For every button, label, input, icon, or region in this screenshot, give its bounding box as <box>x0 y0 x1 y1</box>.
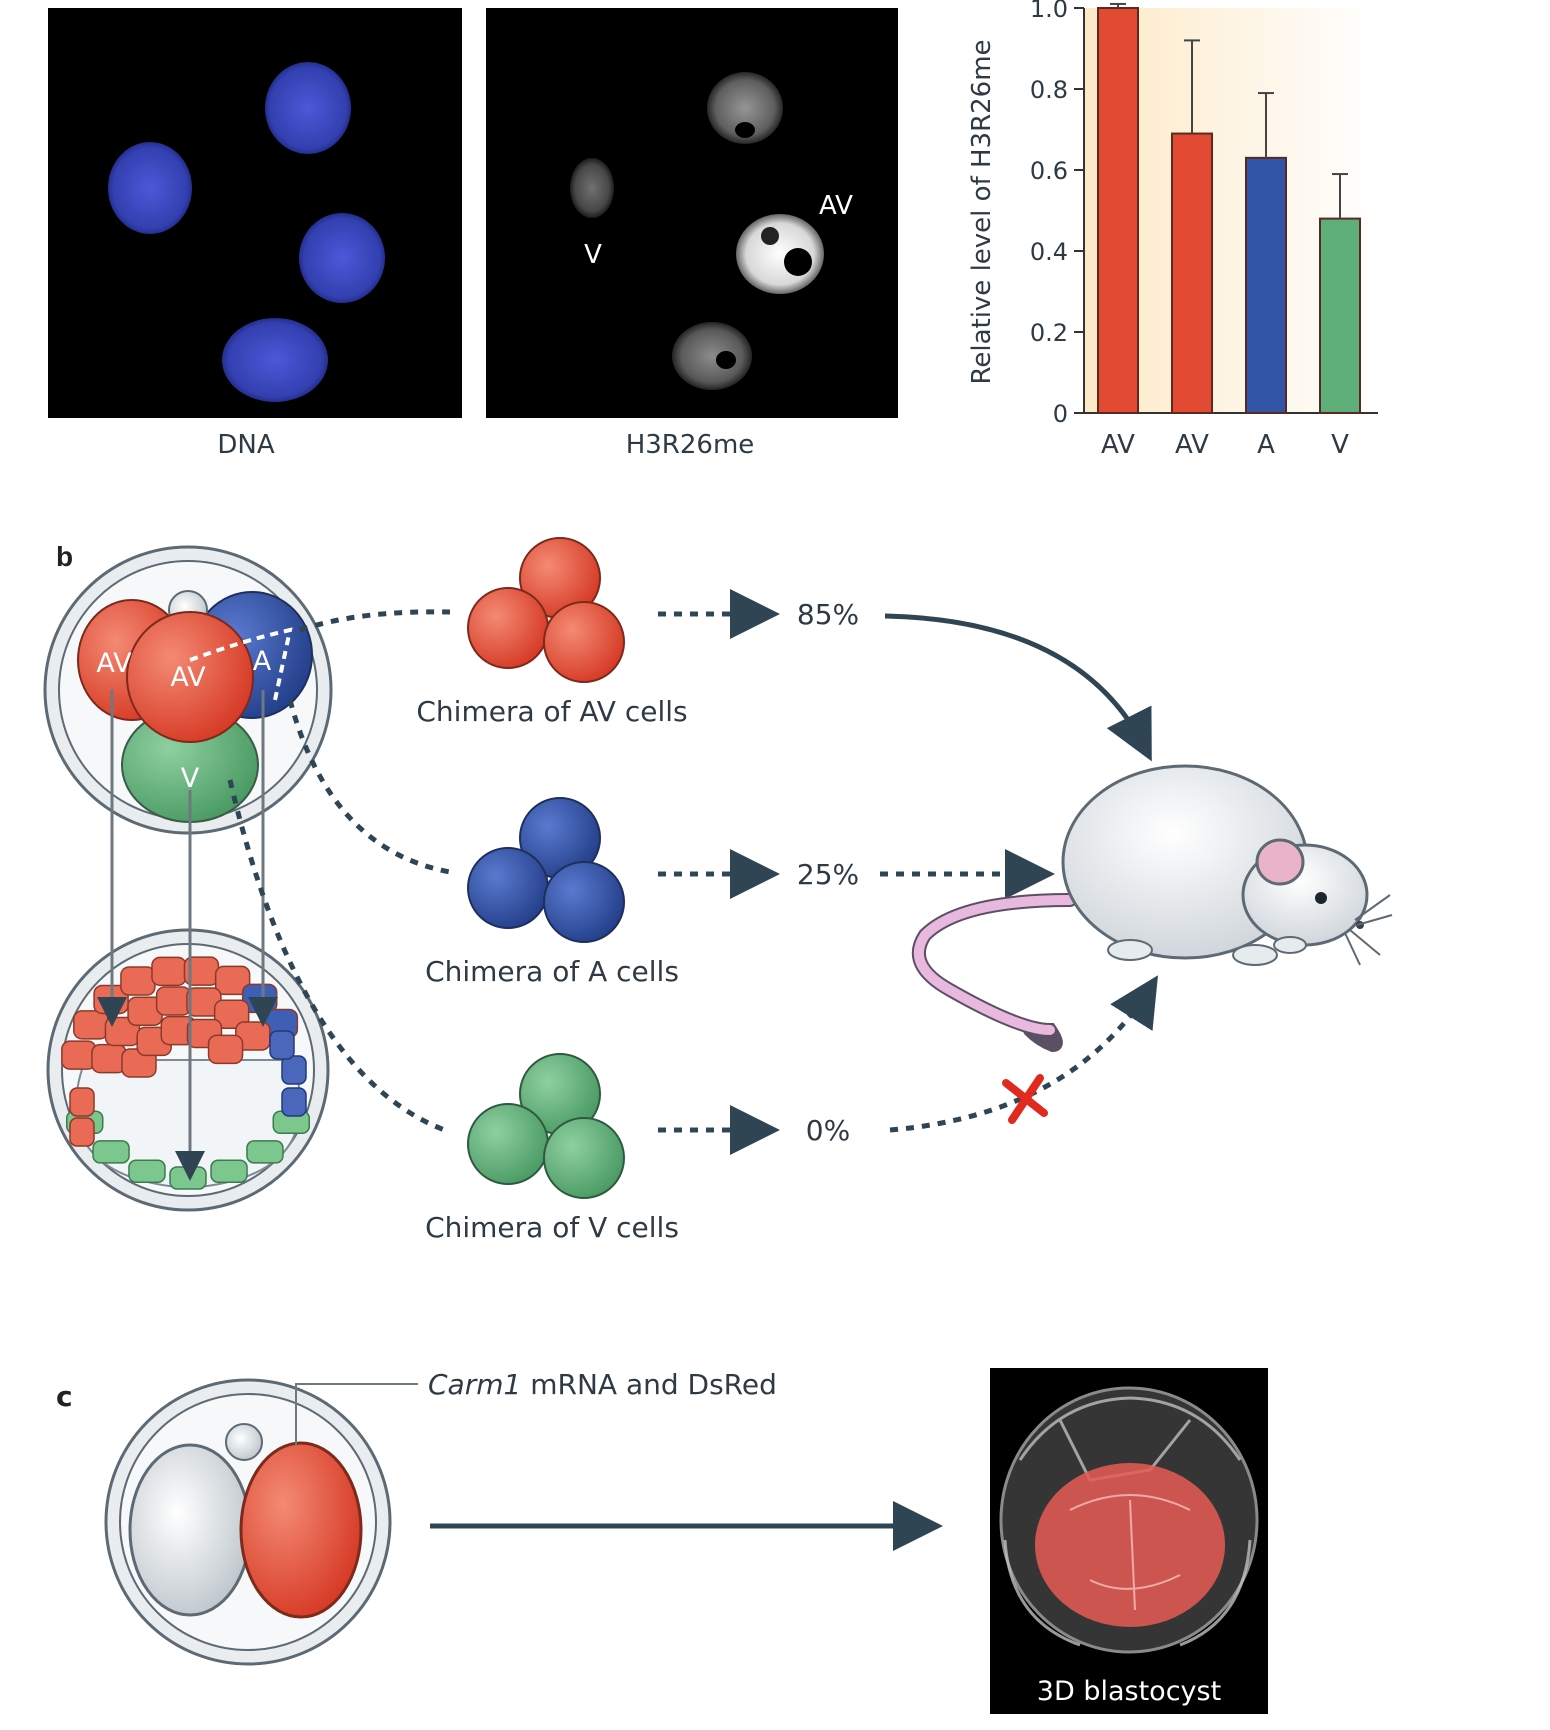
a-label: A <box>253 646 272 677</box>
blastocyst-embryo <box>46 928 330 1212</box>
bar <box>1319 217 1361 414</box>
injection-label: Carm1 mRNA and DsRed <box>428 1368 777 1401</box>
nucleolus <box>735 122 755 138</box>
mouse-foot <box>1232 944 1278 966</box>
v-cell-label: V <box>584 240 602 270</box>
v-label: V <box>181 763 200 794</box>
four-cell-embryo: AV AV A V <box>43 545 333 835</box>
blastocyst-caption: 3D blastocyst <box>1037 1676 1221 1707</box>
nucleolus <box>716 351 736 369</box>
y-tick-label: 0 <box>1053 400 1068 428</box>
x-tick-label: AV <box>1101 430 1135 460</box>
av-left-label: AV <box>96 648 132 679</box>
cleavage-plane <box>189 627 293 701</box>
chimera-percent: 85% <box>797 598 859 631</box>
mouse-ear <box>1255 838 1305 886</box>
blastocyst-image: 3D blastocyst <box>990 1368 1268 1714</box>
blastocyst-cell <box>207 1034 244 1065</box>
injected-blastomere <box>239 1441 363 1619</box>
chimera-cluster <box>467 797 625 943</box>
blastocyst-cell <box>281 1087 307 1117</box>
nucleus <box>299 213 385 303</box>
av-front-label: AV <box>170 662 206 693</box>
blastocyst-cell <box>128 1159 166 1184</box>
nucleus <box>222 318 328 402</box>
chimera-caption: Chimera of AV cells <box>416 695 687 728</box>
y-tick-label: 0.6 <box>1030 157 1068 185</box>
nucleus <box>108 142 192 234</box>
bar <box>1171 132 1213 415</box>
chimera-cell <box>467 1103 549 1185</box>
x-tick-label: A <box>1257 430 1275 460</box>
bar <box>1097 7 1139 414</box>
blastocyst-cell <box>61 1040 97 1070</box>
blastocyst-cell <box>214 965 251 996</box>
y-tick-label: 0.8 <box>1030 76 1068 104</box>
uninjected-blastomere <box>128 1443 252 1617</box>
h3r26me-micrograph: V AV <box>486 8 898 418</box>
av-cell-label: AV <box>819 191 853 221</box>
dna-caption: DNA <box>217 430 274 460</box>
chimera-caption: Chimera of A cells <box>425 955 679 988</box>
blastocyst-cell <box>281 1055 307 1085</box>
x-tick-label: V <box>1331 430 1349 460</box>
blastocyst-cell <box>120 966 156 996</box>
chimera-cell <box>543 861 625 943</box>
av-blastomere-front <box>126 611 254 743</box>
chimera-cluster <box>467 537 625 683</box>
panel-letter-b: b <box>56 541 73 572</box>
chimera-cell <box>467 587 549 669</box>
mouse-eye <box>1315 892 1327 904</box>
lineage-arrows <box>97 690 278 1181</box>
blastocyst-cell <box>155 986 192 1016</box>
chimera-caption: Chimera of V cells <box>425 1211 679 1244</box>
chimera-connectors <box>227 609 451 1135</box>
nucleus-bright <box>736 214 824 294</box>
y-tick-label: 0.4 <box>1030 238 1068 266</box>
bar <box>1245 156 1287 414</box>
y-tick-label: 0.2 <box>1030 319 1068 347</box>
blastocyst-cell <box>69 1117 95 1147</box>
dna-micrograph <box>48 8 462 418</box>
h3r26me-caption: H3R26me <box>626 430 755 460</box>
panel-letter-c: c <box>56 1380 73 1413</box>
two-cell-embryo <box>104 1378 392 1666</box>
blastocyst-cell <box>246 1140 284 1164</box>
y-axis-label: Relative level of H3R26me <box>967 39 997 384</box>
nucleolus <box>761 227 779 245</box>
blastocyst-cell <box>169 1166 207 1190</box>
chimera-cell <box>543 1117 625 1199</box>
polar-body <box>225 1423 263 1461</box>
nucleolus <box>784 248 812 276</box>
injection-leader-line <box>295 1383 418 1446</box>
mouse-tail <box>913 895 1075 1035</box>
chimera-cell <box>467 847 549 929</box>
blastocyst-cell <box>210 1159 248 1184</box>
chimera-percent: 0% <box>806 1114 850 1147</box>
chimera-cluster <box>467 1053 625 1199</box>
y-tick-label: 1.0 <box>1030 0 1068 23</box>
x-tick-label: AV <box>1175 430 1209 460</box>
carm1-label: Carm1 <box>428 1368 521 1401</box>
flow-arrows <box>658 589 1159 1155</box>
blastocyst-cell <box>91 1043 127 1074</box>
blastocyst-cell <box>151 956 187 987</box>
blastocyst-cell <box>69 1087 95 1117</box>
chimera-cell <box>543 601 625 683</box>
nucleus <box>570 158 614 218</box>
nucleus <box>672 322 752 390</box>
dsred-cells <box>1035 1463 1225 1627</box>
blastocyst-cell <box>269 1030 295 1060</box>
mouse-foot <box>1107 939 1153 961</box>
mouse-illustration <box>911 764 1393 1053</box>
nucleus <box>707 72 783 144</box>
mouse-foot <box>1273 936 1307 954</box>
chimera-percent: 25% <box>797 858 859 891</box>
blastocyst-cell <box>73 1010 109 1040</box>
mrna-dsred-label: mRNA and DsRed <box>521 1368 777 1401</box>
fail-x-mark <box>1002 1074 1048 1124</box>
nucleus <box>265 62 351 154</box>
blastocyst-cell <box>92 1140 130 1164</box>
